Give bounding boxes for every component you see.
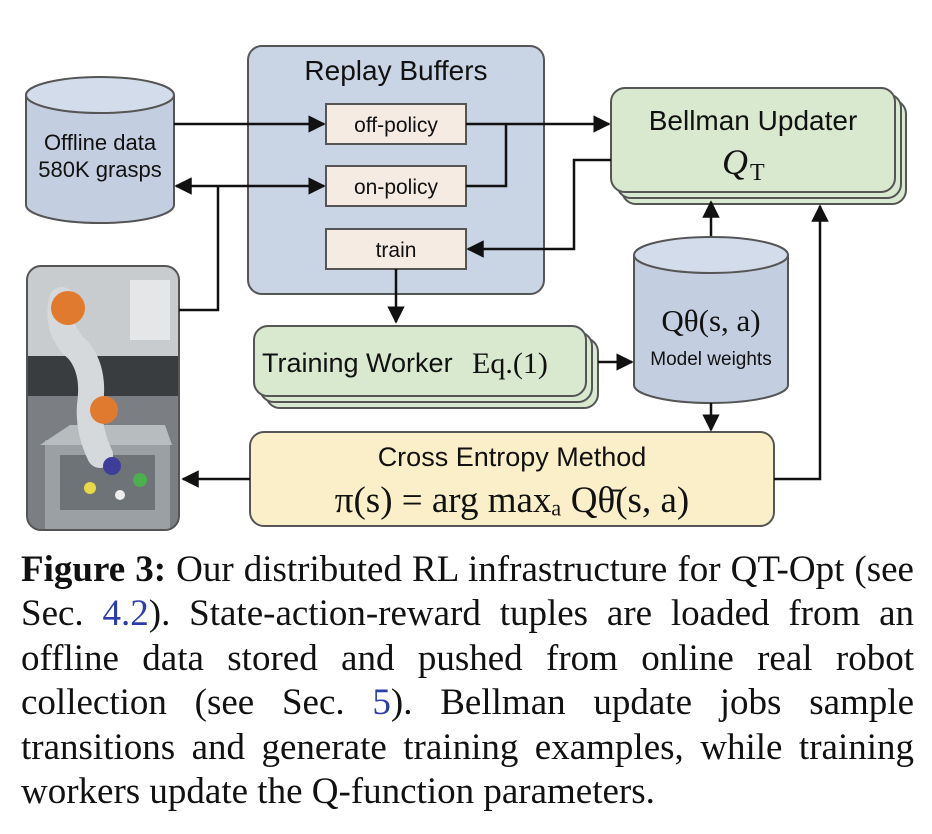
robot-photo [26,265,180,531]
cem-formula: π(s) = arg maxₐ Qθ̄(s, a) [335,480,689,521]
caption-text-1: Our distributed RL infrastructure for QT… [21,549,914,635]
arrow-bellman-to-train [466,158,611,258]
on-policy-label: on-policy [354,176,439,199]
bellman-updater-box: Bellman Updater Q T [610,87,907,205]
q-theta-formula: Qθ(s, a) [661,303,760,338]
train-buffer [325,228,467,270]
line-onpolicy-merge [466,124,508,188]
model-weights-label: Model weights [650,349,771,370]
training-worker-label: Training Worker [262,348,453,378]
section-ref-4-2[interactable]: 4.2 [102,593,149,635]
on-policy-buffer [325,165,467,207]
off-policy-buffer [325,103,467,145]
replay-buffers-title: Replay Buffers [304,55,487,86]
model-weights-cylinder: Qθ(s, a) Model weights [633,236,789,404]
training-worker-eq: Eq.(1) [472,347,548,380]
offline-data-count: 580K grasps [38,157,162,182]
offline-data-cylinder: Offline data 580K grasps [25,76,175,224]
caption-text-2: ). State-action-reward tuples are loaded… [21,593,914,724]
bellman-formula-q: Q [722,142,748,182]
qtopt-diagram: Offline data 580K grasps Replay Buffers … [25,45,907,531]
bellman-formula-sub: T [750,160,765,186]
off-policy-label: off-policy [354,114,438,137]
cem-box: Cross Entropy Method π(s) = arg maxₐ Qθ̄… [249,431,775,527]
figure-label: Figure 3: [21,549,167,590]
replay-buffers-box: Replay Buffers off-policy on-policy trai… [247,45,545,295]
arrow-cem-to-bellman [774,204,829,481]
section-ref-5[interactable]: 5 [372,682,391,724]
caption-text-3: ). Bellman update jobs sample transition… [21,682,915,813]
train-label: train [376,239,417,262]
figure-caption: Figure 3: Our distributed RL infrastruct… [21,548,914,814]
training-worker-box: Training Worker Eq.(1) [253,325,599,409]
bellman-updater-title: Bellman Updater [649,105,858,136]
offline-data-label: Offline data [44,130,157,155]
line-robot-to-onpolicy [179,186,220,312]
connectors [174,115,829,488]
cem-title: Cross Entropy Method [378,442,647,472]
